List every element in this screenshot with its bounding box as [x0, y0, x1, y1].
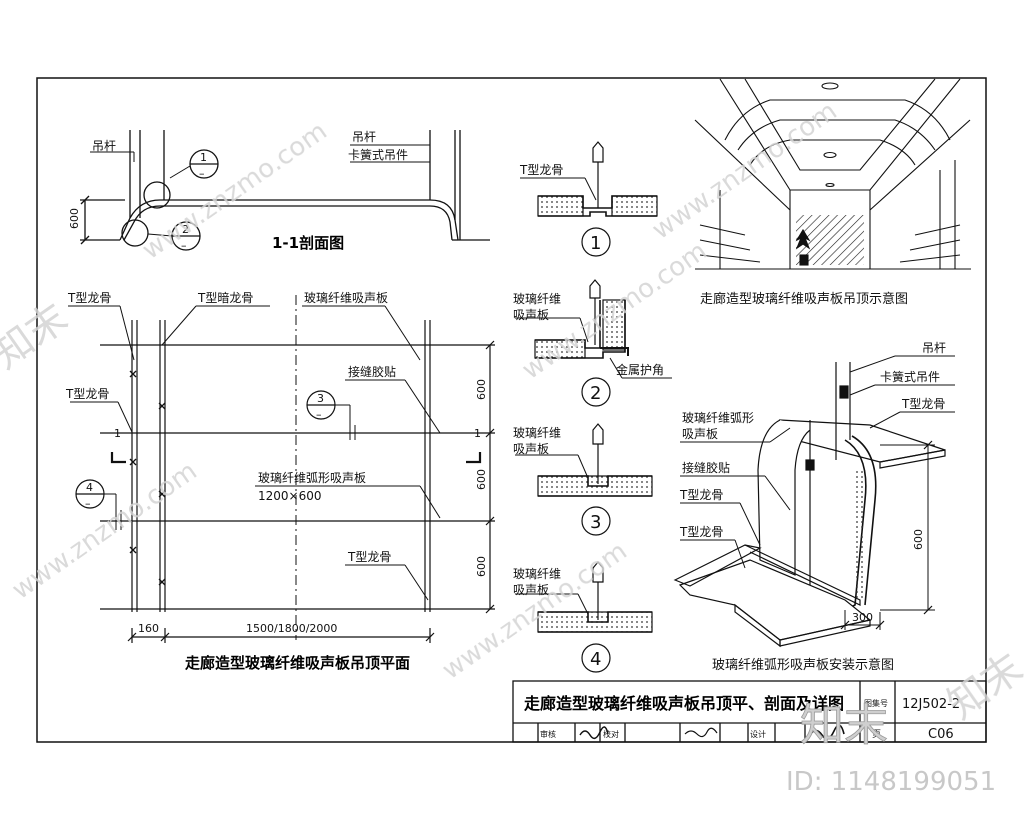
plan-callout-3: 3 [317, 392, 324, 405]
section-label-hanger: 吊杆 [92, 139, 116, 153]
detail-1-label: T型龙骨 [519, 163, 563, 177]
watermark-id: ID: 1148199051 [786, 767, 996, 797]
plan-dim-span: 1500/1800/2000 [246, 622, 337, 635]
install-label-clip: 卡簧式吊件 [880, 369, 940, 384]
install-label-t-keel-c: T型龙骨 [679, 525, 723, 539]
detail-4-label-2: 吸声板 [513, 583, 549, 597]
install-label-hanger: 吊杆 [922, 341, 946, 355]
detail-4-label-1: 玻璃纤维 [513, 567, 561, 581]
plan-dim-160: 160 [138, 622, 159, 635]
detail-2-number: 2 [590, 383, 601, 404]
install-dim-600: 600 [912, 529, 925, 550]
title-block-page-label: 页 [872, 729, 881, 740]
title-block-page-no: C06 [928, 727, 954, 742]
detail-3 [515, 423, 653, 536]
perspective-caption: 走廊造型玻璃纤维吸声板吊顶示意图 [700, 291, 908, 307]
detail-2 [515, 279, 672, 407]
section-callout-2-dash: – [181, 239, 187, 252]
plan-label-t-keel-2: T型龙骨 [65, 387, 109, 401]
detail-1-number: 1 [590, 233, 601, 254]
detail-3-label-2: 吸声板 [513, 442, 549, 456]
plan-dim-600-b: 600 [475, 469, 488, 490]
section-dim-600: 600 [68, 208, 81, 229]
detail-3-label-1: 玻璃纤维 [513, 426, 561, 440]
plan-callout-3-dash: – [316, 408, 322, 421]
detail-2-label-1: 玻璃纤维 [513, 292, 561, 306]
title-block-review-label: 审核 [540, 729, 556, 739]
plan-title: 走廊造型玻璃纤维吸声板吊顶平面 [185, 654, 410, 672]
plan-label-joint-tape: 接缝胶贴 [348, 364, 396, 379]
section-callout-1: 1 [200, 151, 207, 164]
detail-3-number: 3 [590, 512, 601, 533]
corridor-perspective [694, 78, 971, 270]
section-label-hanger-2: 吊杆 [352, 130, 376, 144]
plan-label-panel: 玻璃纤维吸声板 [304, 291, 388, 305]
plan-dim-600-a: 600 [475, 379, 488, 400]
install-label-arc-panel-1: 玻璃纤维弧形 [682, 411, 754, 425]
title-block-atlas-no: 12J502-2 [902, 697, 960, 712]
title-block [512, 680, 987, 743]
install-label-arc-panel-2: 吸声板 [682, 427, 718, 441]
detail-2-corner-label: 金属护角 [616, 362, 664, 377]
watermark-brand-2: 知末 [939, 645, 1025, 729]
watermark-brand-1: 知末 [0, 295, 76, 379]
plan-label-t-keel-3: T型龙骨 [347, 550, 391, 564]
section-callout-1-dash: – [199, 167, 205, 180]
detail-2-label-2: 吸声板 [513, 308, 549, 322]
detail-4-number: 4 [590, 649, 601, 670]
title-block-check-label: 校对 [603, 729, 619, 739]
plan-section-mark-left: 1 [114, 427, 121, 440]
install-label-joint-tape: 接缝胶贴 [682, 460, 730, 475]
detail-4 [515, 561, 653, 673]
plan-callout-4: 4 [86, 481, 93, 494]
detail-1 [520, 141, 658, 257]
section-title: 1-1剖面图 [272, 234, 344, 252]
install-label-t-keel-b: T型龙骨 [679, 488, 723, 502]
plan-label-t-keel: T型龙骨 [67, 291, 111, 305]
ceiling-plan [68, 295, 495, 643]
plan-label-arc-panel: 玻璃纤维弧形吸声板 [258, 471, 366, 485]
install-isometric [673, 355, 955, 648]
title-block-design-label: 设计 [750, 729, 766, 739]
install-dim-300: 300 [852, 611, 873, 624]
section-callout-2: 2 [182, 223, 189, 236]
plan-dim-600-c: 600 [475, 556, 488, 577]
install-caption: 玻璃纤维弧形吸声板安装示意图 [712, 657, 894, 673]
section-1-1 [80, 130, 490, 251]
watermark-brand-logo: 知末 [800, 700, 888, 751]
title-block-atlas-label: 图集号 [864, 698, 888, 708]
sheet-border [36, 77, 987, 743]
plan-label-hidden-keel: T型暗龙骨 [197, 290, 253, 305]
section-label-clip: 卡簧式吊件 [348, 147, 408, 162]
watermark-site-3: www.znzmo.com [7, 456, 203, 606]
watermark-site-4: www.znzmo.com [437, 536, 633, 686]
plan-section-mark-right: 1 [474, 427, 481, 440]
title-block-title: 走廊造型玻璃纤维吸声板吊顶平、剖面及详图 [523, 694, 844, 713]
plan-callout-4-dash: – [85, 497, 91, 510]
plan-label-arc-size: 1200×600 [258, 489, 322, 503]
install-label-t-keel-a: T型龙骨 [901, 397, 945, 411]
